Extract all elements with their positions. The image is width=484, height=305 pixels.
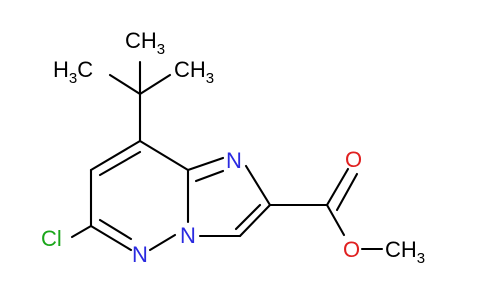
ester-methyl-label: CH3 <box>385 237 425 267</box>
methyl-left-label: H3C <box>53 57 93 87</box>
bond-c2-c3-double <box>234 203 262 231</box>
bond-c8a-n1 <box>186 156 225 172</box>
methyl-top-label: CH3 <box>125 28 165 58</box>
bond-quaternary-c-to-methyl-right <box>138 73 172 96</box>
bond-carbonyl-c-o-double-a <box>325 167 350 207</box>
bond-quaternary-c-to-methyl-left <box>108 73 142 96</box>
carbonyl-oxygen-label: O <box>345 147 362 172</box>
pyridazine-nitrogen-label: N <box>132 242 148 267</box>
bond-c8-c7-double <box>98 150 142 177</box>
bond-c6-cl <box>70 224 93 239</box>
ester-oxygen-label: O <box>343 237 360 262</box>
bond-n5-n4 <box>148 233 177 252</box>
bond-c6-n5-double <box>98 218 133 241</box>
bond-carbonyl-c-o-double-b <box>335 172 359 212</box>
bond-c2-c3 <box>238 203 272 238</box>
bond-c8a-c8 <box>138 139 190 172</box>
bond-carbonyl-c-o-single <box>325 203 346 237</box>
bond-c8-c7 <box>89 139 142 172</box>
imidazole-nitrogen-label: N <box>226 148 242 173</box>
bridgehead-nitrogen-label: N <box>180 223 196 248</box>
methyl-right-label: CH3 <box>174 57 214 87</box>
bond-c6-n5 <box>89 224 133 252</box>
chlorine-label: Cl <box>41 226 62 251</box>
bond-n1-c2 <box>244 164 272 207</box>
bond-c8a-n1-double <box>194 169 225 183</box>
